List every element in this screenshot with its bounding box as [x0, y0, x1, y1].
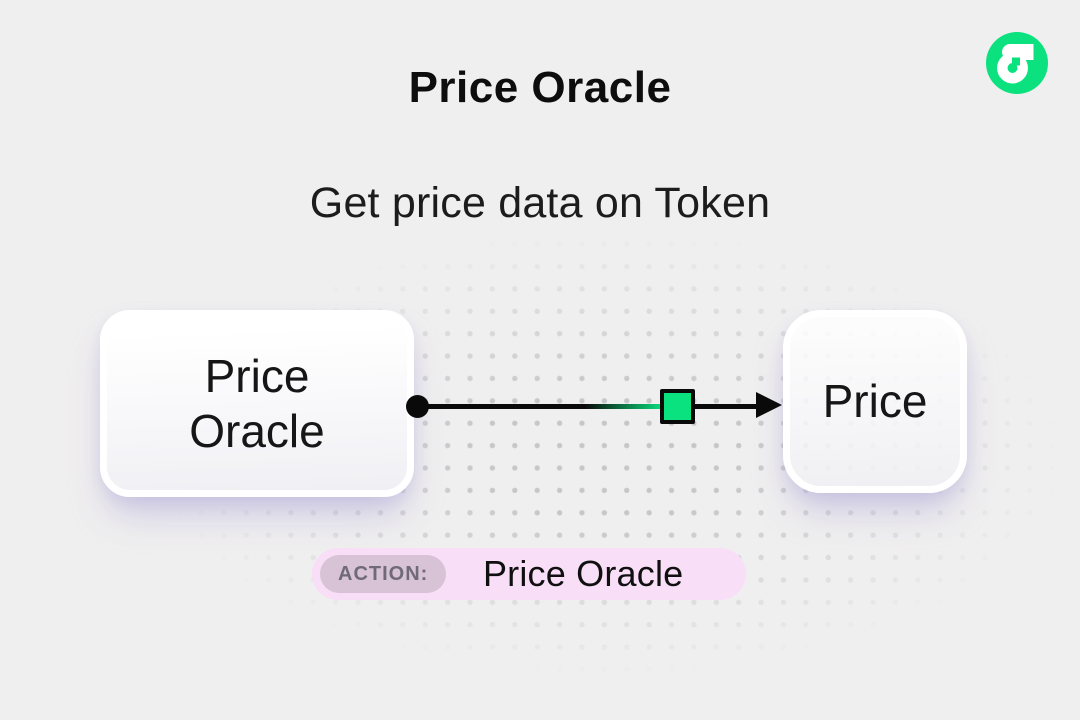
- action-label: Price Oracle: [482, 553, 684, 594]
- flow-logo-icon: [986, 32, 1048, 94]
- edge-arrowhead-icon: [756, 392, 782, 418]
- page-subtitle: Get price data on Token: [309, 179, 771, 227]
- node-price-oracle: Price Oracle: [100, 310, 414, 497]
- edge-line: [417, 404, 664, 409]
- node-price-oracle-label: Price Oracle: [189, 350, 325, 457]
- node-price: Price: [783, 310, 967, 493]
- action-badge: ACTION:: [320, 555, 447, 593]
- action-bar: ACTION: Price Oracle: [312, 548, 746, 600]
- edge-start-dot: [406, 395, 429, 418]
- edge-marker-square: [660, 389, 695, 424]
- edge-line: [690, 404, 760, 409]
- node-price-label: Price: [822, 375, 928, 428]
- page-title: Price Oracle: [408, 63, 672, 112]
